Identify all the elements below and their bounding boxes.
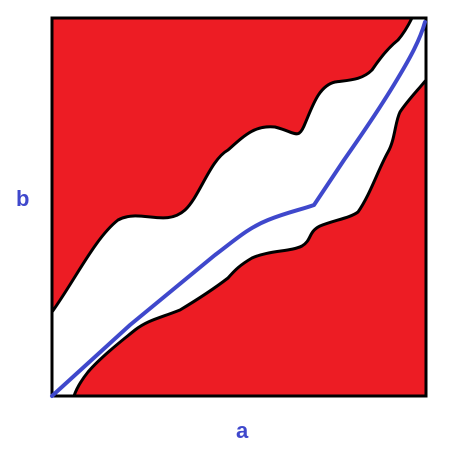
- square-border: [50, 16, 428, 398]
- y-axis-label: b: [16, 186, 30, 211]
- warping-path: [50, 20, 427, 398]
- corridor-region: [50, 16, 428, 398]
- x-axis-label: a: [236, 418, 249, 443]
